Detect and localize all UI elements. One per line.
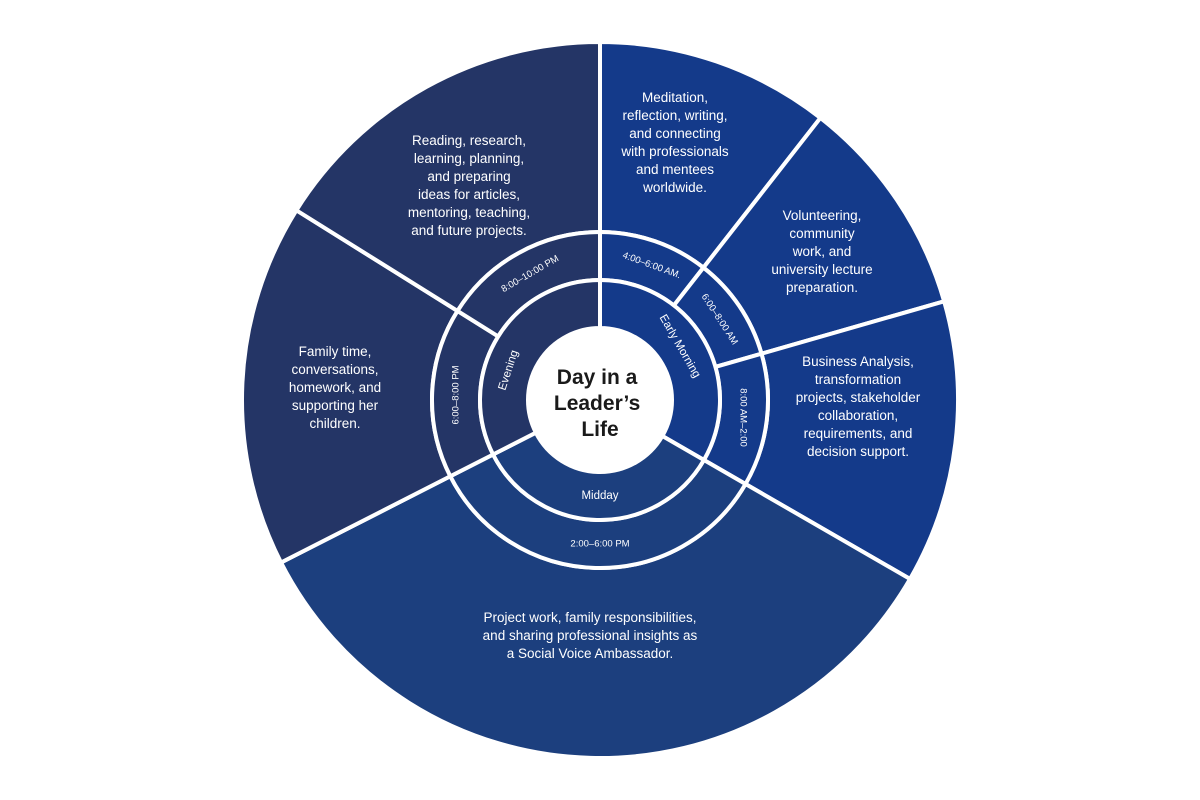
activity-line: Reading, research, — [412, 133, 526, 148]
activity-line: and preparing — [427, 169, 510, 184]
time-slot-label-8am: 8:00 AM–2:00 — [737, 388, 748, 447]
activity-line: ideas for articles, — [418, 187, 520, 202]
activity-text-2pm: Project work, family responsibilities, an… — [483, 610, 698, 661]
activity-line: collaboration, — [818, 408, 898, 423]
activity-text-6am: Volunteering, community work, and universit… — [771, 208, 872, 295]
activity-line: Project work, family responsibilities, — [483, 610, 696, 625]
activity-line: learning, planning, — [414, 151, 524, 166]
center-circle — [528, 328, 672, 472]
activity-ring — [240, 39, 960, 760]
activity-line: and connecting — [629, 126, 721, 141]
time-slot-label-2pm: 2:00–6:00 PM — [570, 539, 629, 550]
activity-line: mentoring, teaching, — [408, 205, 530, 220]
activity-line: worldwide. — [642, 180, 707, 195]
activity-line: projects, stakeholder — [796, 390, 921, 405]
time-slot-label-6pm: 6:00–8:00 PM — [451, 365, 462, 424]
activity-line: Family time, — [299, 344, 372, 359]
activity-line: reflection, writing, — [622, 108, 727, 123]
activity-line: children. — [309, 416, 360, 431]
center-title-line-3: Life — [581, 418, 618, 441]
activity-line: Business Analysis, — [802, 354, 914, 369]
activity-text-4am: Meditation, reflection, writing, and conne… — [620, 90, 729, 195]
activity-line: community — [789, 226, 855, 241]
period-ring — [478, 277, 722, 522]
activity-text-6pm: Family time, conversations, homework, and s… — [289, 344, 381, 431]
activity-line: preparation. — [786, 280, 858, 295]
activity-line: and sharing professional insights as — [483, 628, 698, 643]
activity-text-8pm: Reading, research, learning, planning, and… — [408, 133, 530, 238]
activity-line: and mentees — [636, 162, 714, 177]
center-title-line-1: Day in a — [557, 366, 638, 389]
activity-line: requirements, and — [804, 426, 913, 441]
activity-line: homework, and — [289, 380, 381, 395]
center-title-line-2: Leader’s — [554, 392, 640, 415]
activity-line: decision support. — [807, 444, 909, 459]
activity-line: a Social Voice Ambassador. — [507, 646, 674, 661]
period-label-midday: Midday — [581, 490, 618, 502]
activity-line: supporting her — [292, 398, 379, 413]
activity-line: Volunteering, — [783, 208, 862, 223]
activity-line: transformation — [815, 372, 901, 387]
activity-line: Meditation, — [642, 90, 708, 105]
activity-line: with professionals — [620, 144, 729, 159]
activity-line: university lecture — [771, 262, 872, 277]
activity-line: work, and — [792, 244, 852, 259]
activity-line: and future projects. — [411, 223, 527, 238]
activity-text-8am: Business Analysis, transformation projects… — [796, 354, 921, 459]
center-title: Day in a Leader’s Life — [554, 366, 646, 441]
activity-line: conversations, — [291, 362, 378, 377]
